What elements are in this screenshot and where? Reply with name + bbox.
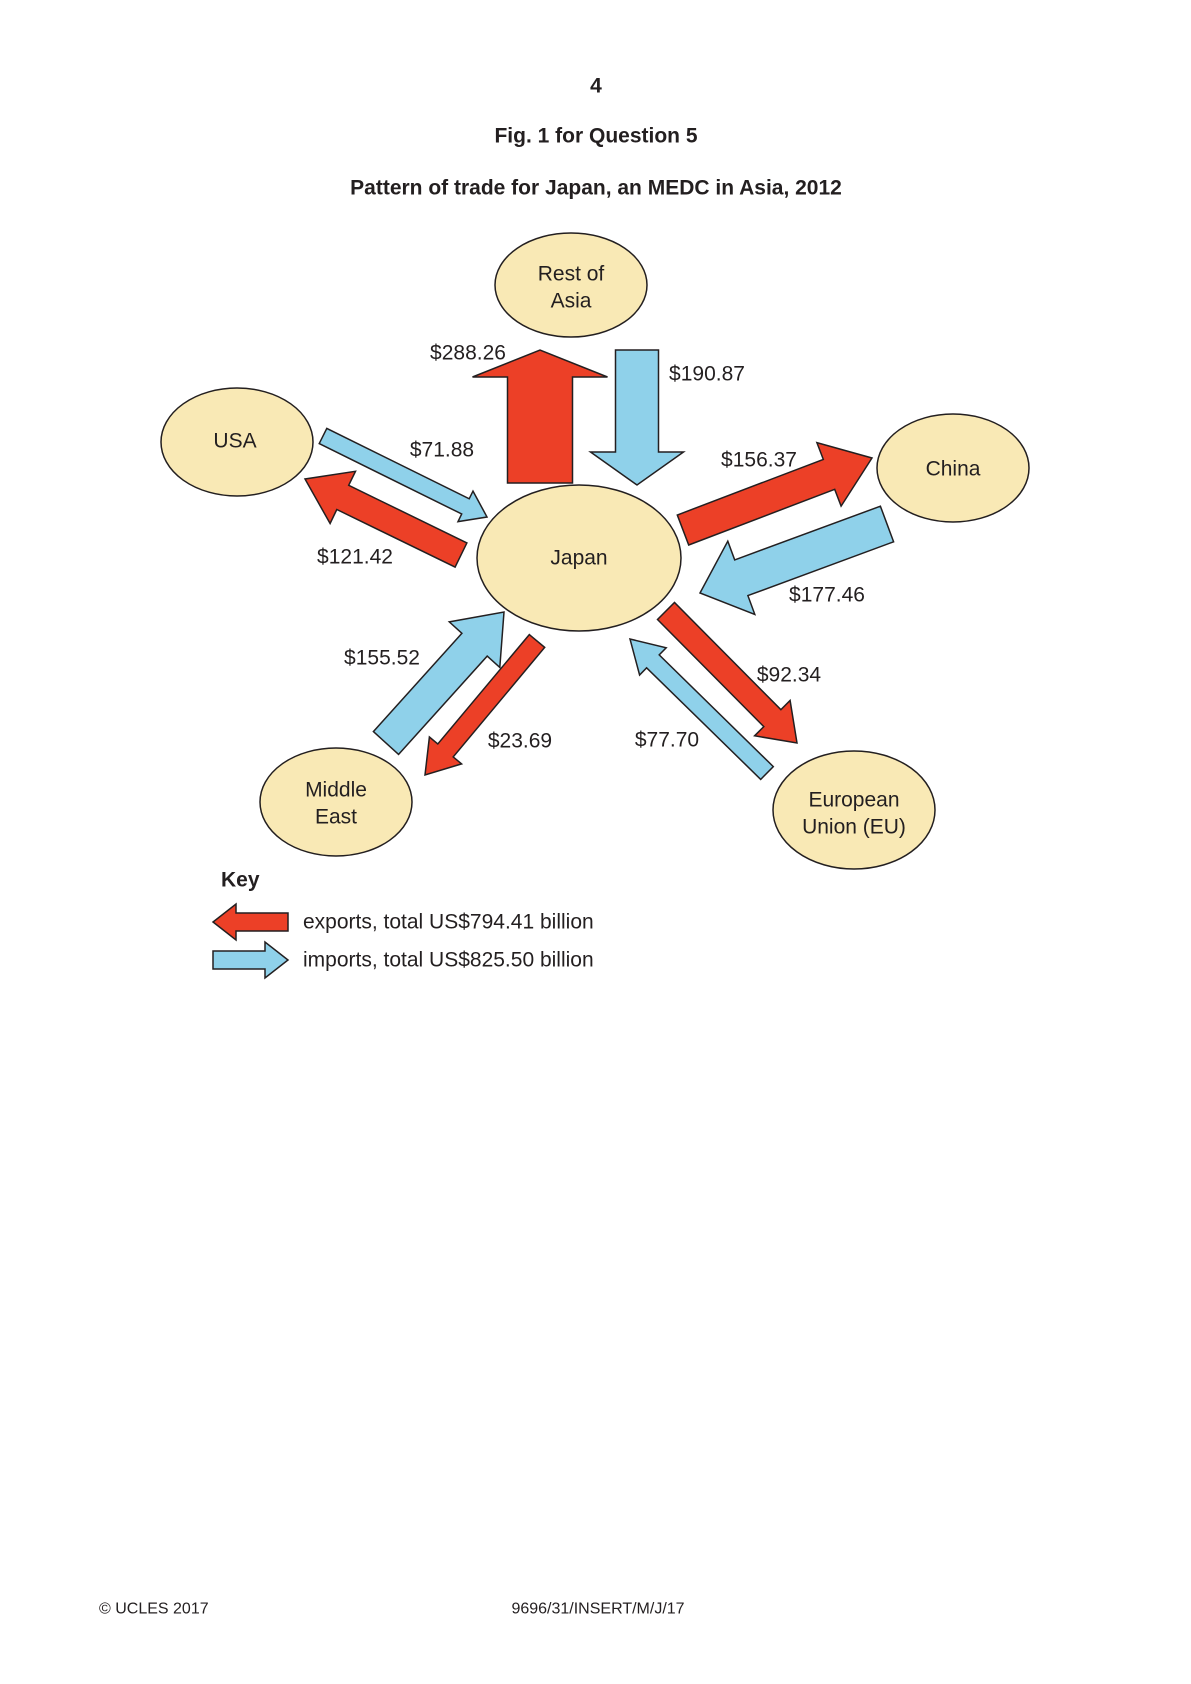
- export-value-rest-of-asia: $288.26: [430, 342, 506, 365]
- import-value-eu: $77.70: [635, 729, 699, 752]
- region-label-china: China: [926, 458, 981, 481]
- import-arrow-middle-east: [372, 611, 505, 756]
- region-label-eu-line2: Union (EU): [802, 816, 906, 839]
- footer-paper-code: 9696/31/INSERT/M/J/17: [511, 1601, 684, 1618]
- figure-title: Fig. 1 for Question 5: [494, 125, 697, 148]
- export-arrow-middle-east: [424, 633, 546, 777]
- region-usa: [160, 387, 314, 497]
- trade-flow-diagram: Rest of Asia USA China Japan Middle East…: [160, 232, 1030, 870]
- region-label-middle-east-line2: East: [315, 806, 357, 829]
- footer-copyright: © UCLES 2017: [99, 1601, 209, 1618]
- import-arrow-rest-of-asia: [588, 349, 686, 486]
- diagram-key: Key exports, total US$794.41 billion imp…: [211, 869, 594, 980]
- region-label-rest-of-asia-line1: Rest of: [538, 263, 605, 286]
- region-label-eu-line1: European: [808, 789, 899, 812]
- region-rest-of-asia: [494, 232, 648, 338]
- export-arrow-eu: [656, 601, 798, 744]
- key-export-arrow-icon: [211, 902, 289, 942]
- export-value-eu: $92.34: [757, 664, 822, 687]
- import-arrow-usa: [318, 427, 489, 523]
- import-value-middle-east: $155.52: [344, 647, 420, 670]
- import-arrow-eu: [628, 637, 775, 781]
- export-value-china: $156.37: [721, 449, 797, 472]
- page-number: 4: [590, 75, 602, 98]
- import-value-china: $177.46: [789, 584, 865, 607]
- export-arrow-rest-of-asia: [472, 349, 608, 484]
- centre-japan: [476, 484, 682, 632]
- key-import-arrow-icon: [212, 940, 290, 980]
- region-label-middle-east-line1: Middle: [305, 779, 367, 802]
- export-value-usa: $121.42: [317, 546, 393, 569]
- import-value-rest-of-asia: $190.87: [669, 363, 745, 386]
- export-arrow-china: [676, 441, 874, 546]
- key-title: Key: [221, 869, 260, 892]
- centre-label-japan: Japan: [550, 547, 607, 570]
- figure-subtitle: Pattern of trade for Japan, an MEDC in A…: [350, 177, 842, 200]
- region-china: [876, 413, 1030, 523]
- import-value-usa: $71.88: [410, 439, 474, 462]
- region-eu: [772, 750, 936, 870]
- key-exports-label: exports, total US$794.41 billion: [303, 911, 594, 934]
- key-imports-label: imports, total US$825.50 billion: [303, 949, 594, 972]
- region-label-usa: USA: [213, 430, 256, 453]
- region-label-rest-of-asia-line2: Asia: [551, 290, 592, 313]
- region-middle-east: [259, 747, 413, 857]
- import-arrow-china: [698, 505, 895, 616]
- export-arrow-usa: [303, 470, 468, 569]
- export-value-middle-east: $23.69: [488, 730, 552, 753]
